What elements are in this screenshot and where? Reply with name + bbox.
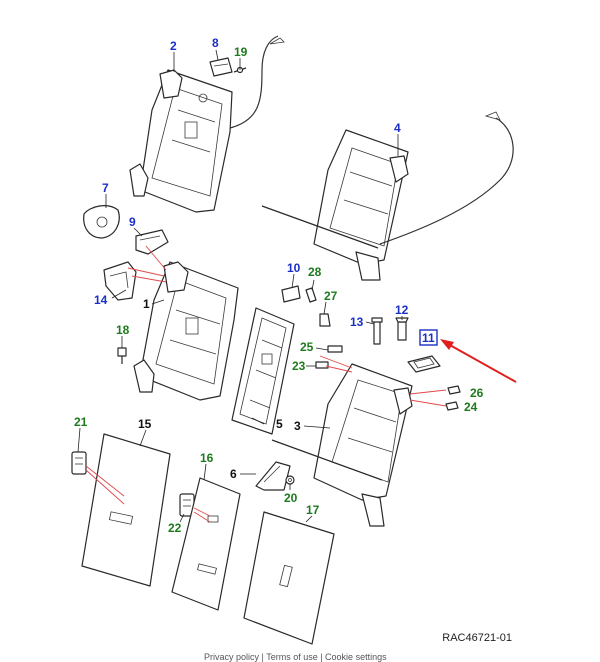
callout-11: 11 <box>422 331 435 345</box>
callout-7: 7 <box>102 181 109 195</box>
callout-25: 25 <box>300 340 314 354</box>
callout-8: 8 <box>212 36 219 50</box>
callout-17: 17 <box>306 503 320 517</box>
trim-bezel-part-7 <box>83 205 120 239</box>
red-leader-lines <box>85 245 447 523</box>
latch-rod-part-13 <box>371 317 383 345</box>
callout-20: 20 <box>284 491 298 505</box>
striker-part-12 <box>395 317 409 341</box>
callout-15: 15 <box>138 417 152 431</box>
seat-back-frame-lower-right <box>271 363 413 527</box>
callout-21: 21 <box>74 415 88 429</box>
rear-panel-part-15 <box>81 433 171 587</box>
callout-14: 14 <box>94 293 108 307</box>
callout-4: 4 <box>394 121 401 135</box>
rear-panel-part-17 <box>243 511 335 645</box>
callout-2: 2 <box>170 39 177 53</box>
callout-18: 18 <box>116 323 130 337</box>
callout-27: 27 <box>324 289 338 303</box>
release-cable-upper <box>229 35 279 129</box>
release-cable-right <box>379 117 514 245</box>
cover-part-11 <box>407 355 441 373</box>
callout-23: 23 <box>292 359 306 373</box>
bracket-part-8 <box>209 57 233 77</box>
callout-16: 16 <box>200 451 214 465</box>
callout-5: 5 <box>276 417 283 431</box>
callout-26: 26 <box>470 386 484 400</box>
diagram-reference-id: RAC46721-01 <box>442 632 512 644</box>
callout-24: 24 <box>464 400 478 414</box>
callout-6: 6 <box>230 467 237 481</box>
bushing-part-25 <box>327 345 343 353</box>
bracket-part-10 <box>281 285 301 303</box>
callout-19: 19 <box>234 45 248 59</box>
bolt-part-18 <box>117 347 127 364</box>
seat-back-frame-mid-left <box>133 261 239 401</box>
seat-back-frame-upper-left <box>129 69 233 213</box>
callout-3: 3 <box>294 419 301 433</box>
bracket-part-6 <box>255 461 291 491</box>
screw-part-23 <box>315 361 329 369</box>
highlight-arrow <box>440 339 517 383</box>
clip-part-26 <box>447 385 461 395</box>
callout-11-highlight-box <box>419 329 438 346</box>
callout-13: 13 <box>350 315 364 329</box>
center-frame-part-5 <box>231 307 295 435</box>
callout-9: 9 <box>129 215 136 229</box>
callout-1: 1 <box>143 297 150 311</box>
latch-bracket-part-9 <box>135 229 169 255</box>
seat-back-frame-upper-right <box>261 129 409 281</box>
clip-part-24 <box>445 401 459 411</box>
callout-labels: 2 8 19 4 7 9 10 28 27 14 1 12 13 11 18 2… <box>74 36 484 535</box>
rear-panel-part-16 <box>171 477 241 611</box>
latch-module-part-21 <box>71 451 87 475</box>
washer-part-20 <box>285 475 295 485</box>
latch-mechanism-part-14 <box>103 261 137 301</box>
clip-part-28 <box>305 287 317 303</box>
callout-10: 10 <box>287 261 301 275</box>
leader-lines <box>77 49 403 523</box>
pin-part-27 <box>319 313 331 327</box>
callout-12: 12 <box>395 303 409 317</box>
callout-22: 22 <box>168 521 182 535</box>
cut-off-footer-caption: Privacy policy | Terms of use | Cookie s… <box>204 652 387 662</box>
callout-28: 28 <box>308 265 322 279</box>
